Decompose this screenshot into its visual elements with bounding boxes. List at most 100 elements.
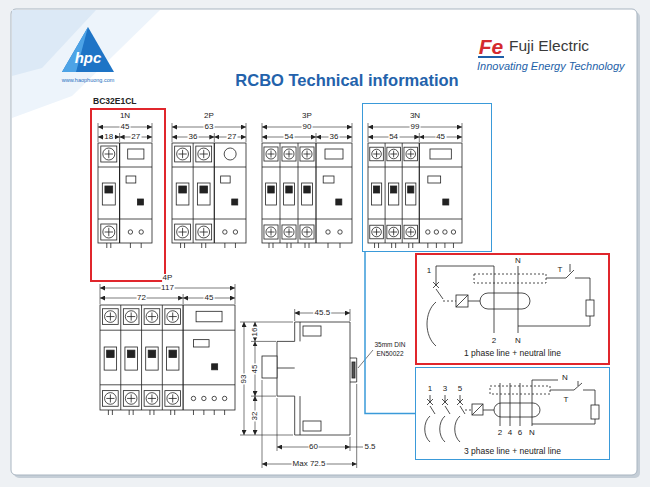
rcbo-front-view (196, 224, 212, 240)
schematic-caption: 3 phase line + neutral line (463, 447, 562, 456)
rcbo-front-view (368, 143, 462, 243)
rcbo-front-view (315, 143, 316, 243)
rcd-schematic (494, 266, 495, 333)
rcbo-front-view (146, 311, 158, 323)
rcbo-front-view (391, 186, 397, 193)
terminal-label: 1 (426, 267, 432, 275)
terminal-label: N (514, 257, 522, 265)
dimension-line (277, 398, 278, 451)
rcbo-front-view (131, 312, 132, 320)
rcbo-front-view (233, 230, 237, 234)
rcbo-front-view (419, 143, 420, 243)
rcd-schematic (433, 282, 439, 288)
frame-border (362, 103, 492, 252)
logo-text: Fe (478, 36, 505, 57)
rcbo-side-view (352, 362, 355, 378)
logo-text: hpc (74, 50, 103, 65)
rcbo-front-view (146, 393, 158, 405)
terminal-label: N (528, 429, 536, 437)
rcbo-front-view (262, 143, 352, 248)
rcbo-front-view (402, 143, 403, 243)
rcbo-front-view (286, 186, 292, 193)
rcbo-front-view (165, 309, 181, 325)
terminal-label: 2 (491, 337, 497, 345)
rcbo-front-view (336, 199, 342, 205)
pole-type: 3P (301, 112, 313, 120)
pole-type: 4P (162, 274, 174, 282)
rcbo-side-view (350, 358, 357, 382)
dimension-value: 45 (204, 294, 215, 302)
schematic-frame: 3 phase line + neutral line (415, 367, 610, 460)
rcd-schematic (575, 278, 590, 279)
frame-link (365, 252, 415, 414)
rcbo-front-view (203, 228, 204, 236)
rcbo-front-view (172, 143, 246, 248)
rcbo-side-view (303, 326, 321, 336)
terminal-label: T (557, 266, 564, 274)
schematic-frame: 1 phase line + neutral line (415, 253, 610, 365)
rcbo-front-view (371, 183, 381, 205)
rcd-schematic (590, 316, 591, 326)
dimension-value: 36 (329, 133, 340, 141)
rcd-schematic (436, 266, 494, 267)
rcd-schematic (427, 399, 433, 405)
rcbo-side-view (300, 396, 301, 435)
rcbo-front-view (110, 394, 111, 402)
rcbo-front-view (169, 350, 176, 357)
rcbo-front-view (427, 243, 428, 248)
rcbo-side-view (277, 368, 295, 369)
dimension-line (262, 123, 263, 142)
rcd-schematic (590, 278, 591, 300)
rcd-schematic (430, 406, 435, 414)
rcbo-front-view (376, 151, 377, 158)
rcbo-front-view (107, 350, 114, 357)
rcbo-front-view (148, 350, 155, 357)
rcd-schematic (532, 424, 595, 425)
rcbo-front-view (123, 391, 139, 407)
rcbo-front-view (105, 393, 117, 405)
dimension-value: 54 (388, 133, 399, 141)
terminal-label: 2 (497, 429, 503, 437)
rcbo-front-view (101, 146, 117, 162)
rcbo-front-view (175, 224, 191, 240)
rcbo-front-view (100, 330, 235, 331)
pole-type: 1N (119, 112, 131, 120)
rcbo-front-view (393, 229, 394, 236)
rcbo-front-view (212, 396, 216, 400)
rcbo-front-view (224, 148, 236, 160)
rcbo-front-view (374, 243, 375, 248)
rcbo-front-view (200, 186, 208, 193)
rcbo-front-view (172, 312, 173, 320)
rcbo-front-view (269, 243, 270, 248)
rcbo-front-view (376, 229, 377, 236)
rcbo-front-view (280, 143, 281, 243)
rcbo-front-view (368, 167, 462, 168)
rcbo-side-view (303, 421, 321, 431)
rcbo-front-view (175, 146, 191, 162)
dimension-line (462, 123, 463, 142)
rcbo-front-view (428, 176, 441, 183)
rcbo-front-view (232, 199, 238, 205)
rcbo-front-view (193, 410, 194, 415)
rcbo-front-view (146, 347, 158, 370)
dimension-line (100, 284, 101, 304)
rcd-schematic (427, 399, 433, 405)
rcbo-front-view (389, 183, 399, 205)
rcbo-front-view (395, 243, 396, 248)
rcbo-front-view (193, 340, 209, 347)
dimension-line (294, 309, 295, 321)
rcbo-front-view (391, 243, 392, 248)
rcbo-front-view (198, 148, 210, 160)
dimension-value: 32 (251, 410, 259, 421)
rcd-schematic (480, 293, 530, 309)
rcd-schematic (550, 390, 574, 391)
rcbo-front-view (129, 410, 130, 415)
rcbo-front-view (222, 396, 226, 400)
rcbo-front-view (406, 183, 416, 205)
rcbo-side-view (277, 322, 350, 435)
dimension-line (368, 123, 462, 142)
rcd-schematic (595, 419, 596, 424)
logo-text: www.haophuong.com (61, 78, 116, 84)
